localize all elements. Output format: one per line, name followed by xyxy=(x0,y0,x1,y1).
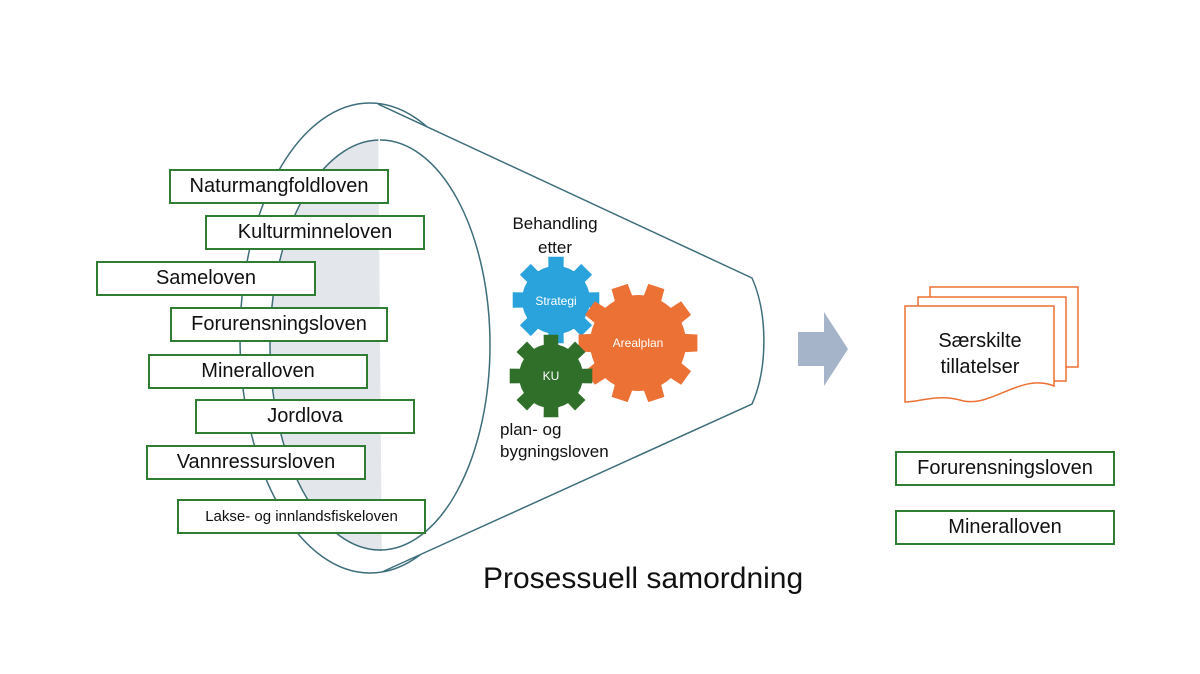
document-stack-icon xyxy=(904,286,1079,403)
law-box-kulturminneloven: Kulturminneloven xyxy=(205,215,425,250)
gear-orange-shape xyxy=(578,283,698,403)
funnel-inner-edge xyxy=(379,139,491,551)
gear-icon-ku xyxy=(509,334,593,418)
output-law-box-mineralloven: Mineralloven xyxy=(895,510,1115,545)
law-box-jordlova: Jordlova xyxy=(195,399,415,434)
process-label-bottom-line2: bygningsloven xyxy=(500,442,609,461)
gear-label-arealplan: Arealplan xyxy=(613,336,664,350)
document-label-line1: Særskilte xyxy=(938,330,1022,352)
law-box-lakse-og-innlandsfiskeloven: Lakse- og innlandsfiskeloven xyxy=(177,499,426,534)
process-label-bottom: plan- og bygningsloven xyxy=(500,419,632,463)
process-label-top: Behandling etter xyxy=(490,212,620,260)
funnel-cone xyxy=(377,103,765,573)
gear-icon-arealplan xyxy=(578,283,698,403)
arrow-right-icon xyxy=(798,312,848,386)
gear-green-shape xyxy=(509,334,593,418)
document-label: Særskilte tillatelser xyxy=(905,328,1055,380)
process-label-top-line2: etter xyxy=(537,238,573,257)
output-law-box-forurensningsloven: Forurensningsloven xyxy=(895,451,1115,486)
law-box-mineralloven: Mineralloven xyxy=(148,354,368,389)
process-label-bottom-line1: plan- og xyxy=(500,420,562,439)
gear-blue-shape xyxy=(512,256,600,344)
gear-label-strategi: Strategi xyxy=(535,294,576,308)
law-box-sameloven: Sameloven xyxy=(96,261,316,296)
document-label-line2: tillatelser xyxy=(940,356,1020,378)
gear-label-ku: KU xyxy=(543,369,560,383)
law-box-forurensningsloven: Forurensningsloven xyxy=(170,307,388,342)
law-box-naturmangfoldloven: Naturmangfoldloven xyxy=(169,169,389,204)
law-box-vannressursloven: Vannressursloven xyxy=(146,445,366,480)
gear-icon-strategi xyxy=(512,256,600,344)
diagram-title: Prosessuell samordning xyxy=(483,562,804,595)
process-label-top-line1: Behandling xyxy=(512,214,598,233)
